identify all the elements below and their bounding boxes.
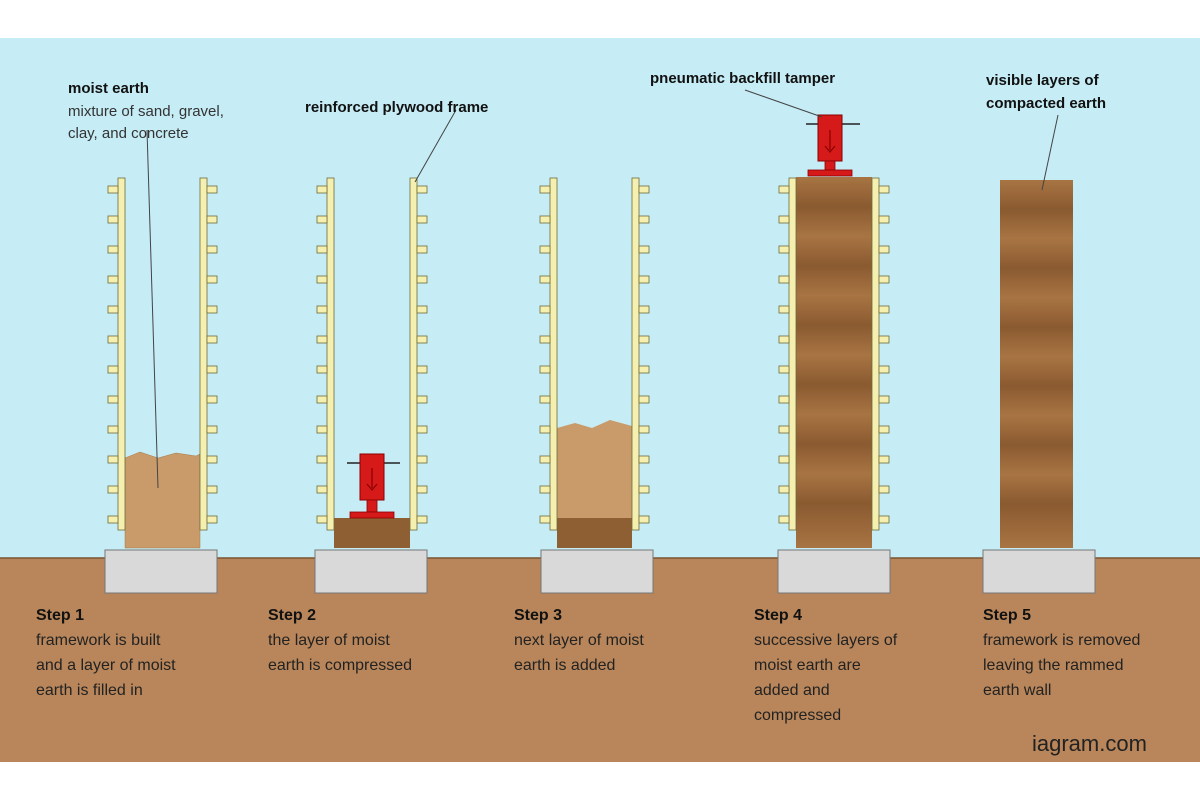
step-line: framework is removed [983, 632, 1140, 649]
step-line: earth wall [983, 682, 1051, 699]
label-visible-layers-line-1: visible layers of [986, 72, 1100, 89]
step-title: Step 4 [754, 607, 802, 624]
plywood-frame-right-step-1 [199, 177, 218, 531]
footing-step-5 [982, 549, 1096, 594]
step-2-caption: Step 2 the layer of moist earth is compr… [268, 607, 412, 674]
leader-tamper [744, 89, 823, 118]
step-line: next layer of moist [514, 632, 644, 649]
plywood-frame-right-step-2 [409, 177, 428, 531]
label-plywood-frame: reinforced plywood frame [305, 99, 488, 116]
watermark: iagram.com [1032, 731, 1147, 756]
step-3-caption: Step 3 next layer of moist earth is adde… [514, 607, 644, 674]
compacted-earth-step-3 [557, 518, 632, 548]
step-line: and a layer of moist [36, 657, 176, 674]
step-4-caption: Step 4 successive layers of moist earth … [754, 607, 898, 724]
tamper-step-2 [347, 453, 400, 519]
compacted-wall-step-4 [796, 177, 872, 548]
step-title: Step 5 [983, 607, 1031, 624]
label-moist-earth-line-2: clay, and concrete [68, 125, 189, 142]
moist-earth-step-3 [557, 420, 632, 518]
step-1-caption: Step 1 framework is built and a layer of… [36, 607, 176, 699]
step-line: framework is built [36, 632, 161, 649]
step-line: successive layers of [754, 632, 898, 649]
leader-frame [414, 109, 457, 183]
tamper-step-4 [806, 114, 860, 177]
step-line: leaving the rammed [983, 657, 1124, 674]
footing-step-4 [777, 549, 891, 594]
footing-step-3 [540, 549, 654, 594]
plywood-frame-left-step-4 [778, 177, 797, 531]
label-moist-earth-title: moist earth [68, 80, 149, 97]
plywood-frame-right-step-4 [871, 177, 890, 531]
compacted-earth-step-2 [334, 518, 410, 548]
plywood-frame-left-step-3 [539, 177, 558, 531]
leader-layers [1041, 114, 1059, 191]
step-5-caption: Step 5 framework is removed leaving the … [983, 607, 1140, 699]
label-tamper: pneumatic backfill tamper [650, 70, 835, 87]
footing-step-2 [314, 549, 428, 594]
step-line: earth is compressed [268, 657, 412, 674]
plywood-frame-left-step-1 [107, 177, 126, 531]
step-line: moist earth are [754, 657, 861, 674]
step-title: Step 1 [36, 607, 84, 624]
label-visible-layers-line-2: compacted earth [986, 95, 1106, 112]
step-line: added and [754, 682, 830, 699]
step-line: earth is added [514, 657, 615, 674]
footing-step-1 [104, 549, 218, 594]
moist-earth-step-1 [124, 451, 201, 549]
step-title: Step 2 [268, 607, 316, 624]
step-line: compressed [754, 707, 841, 724]
plywood-frame-right-step-3 [631, 177, 650, 531]
plywood-frame-left-step-2 [316, 177, 335, 531]
leader-moist-earth [146, 129, 159, 489]
step-title: Step 3 [514, 607, 562, 624]
rammed-earth-wall-step-5 [1000, 180, 1073, 548]
step-line: earth is filled in [36, 682, 143, 699]
step-line: the layer of moist [268, 632, 390, 649]
label-moist-earth-line-1: mixture of sand, gravel, [68, 103, 224, 120]
